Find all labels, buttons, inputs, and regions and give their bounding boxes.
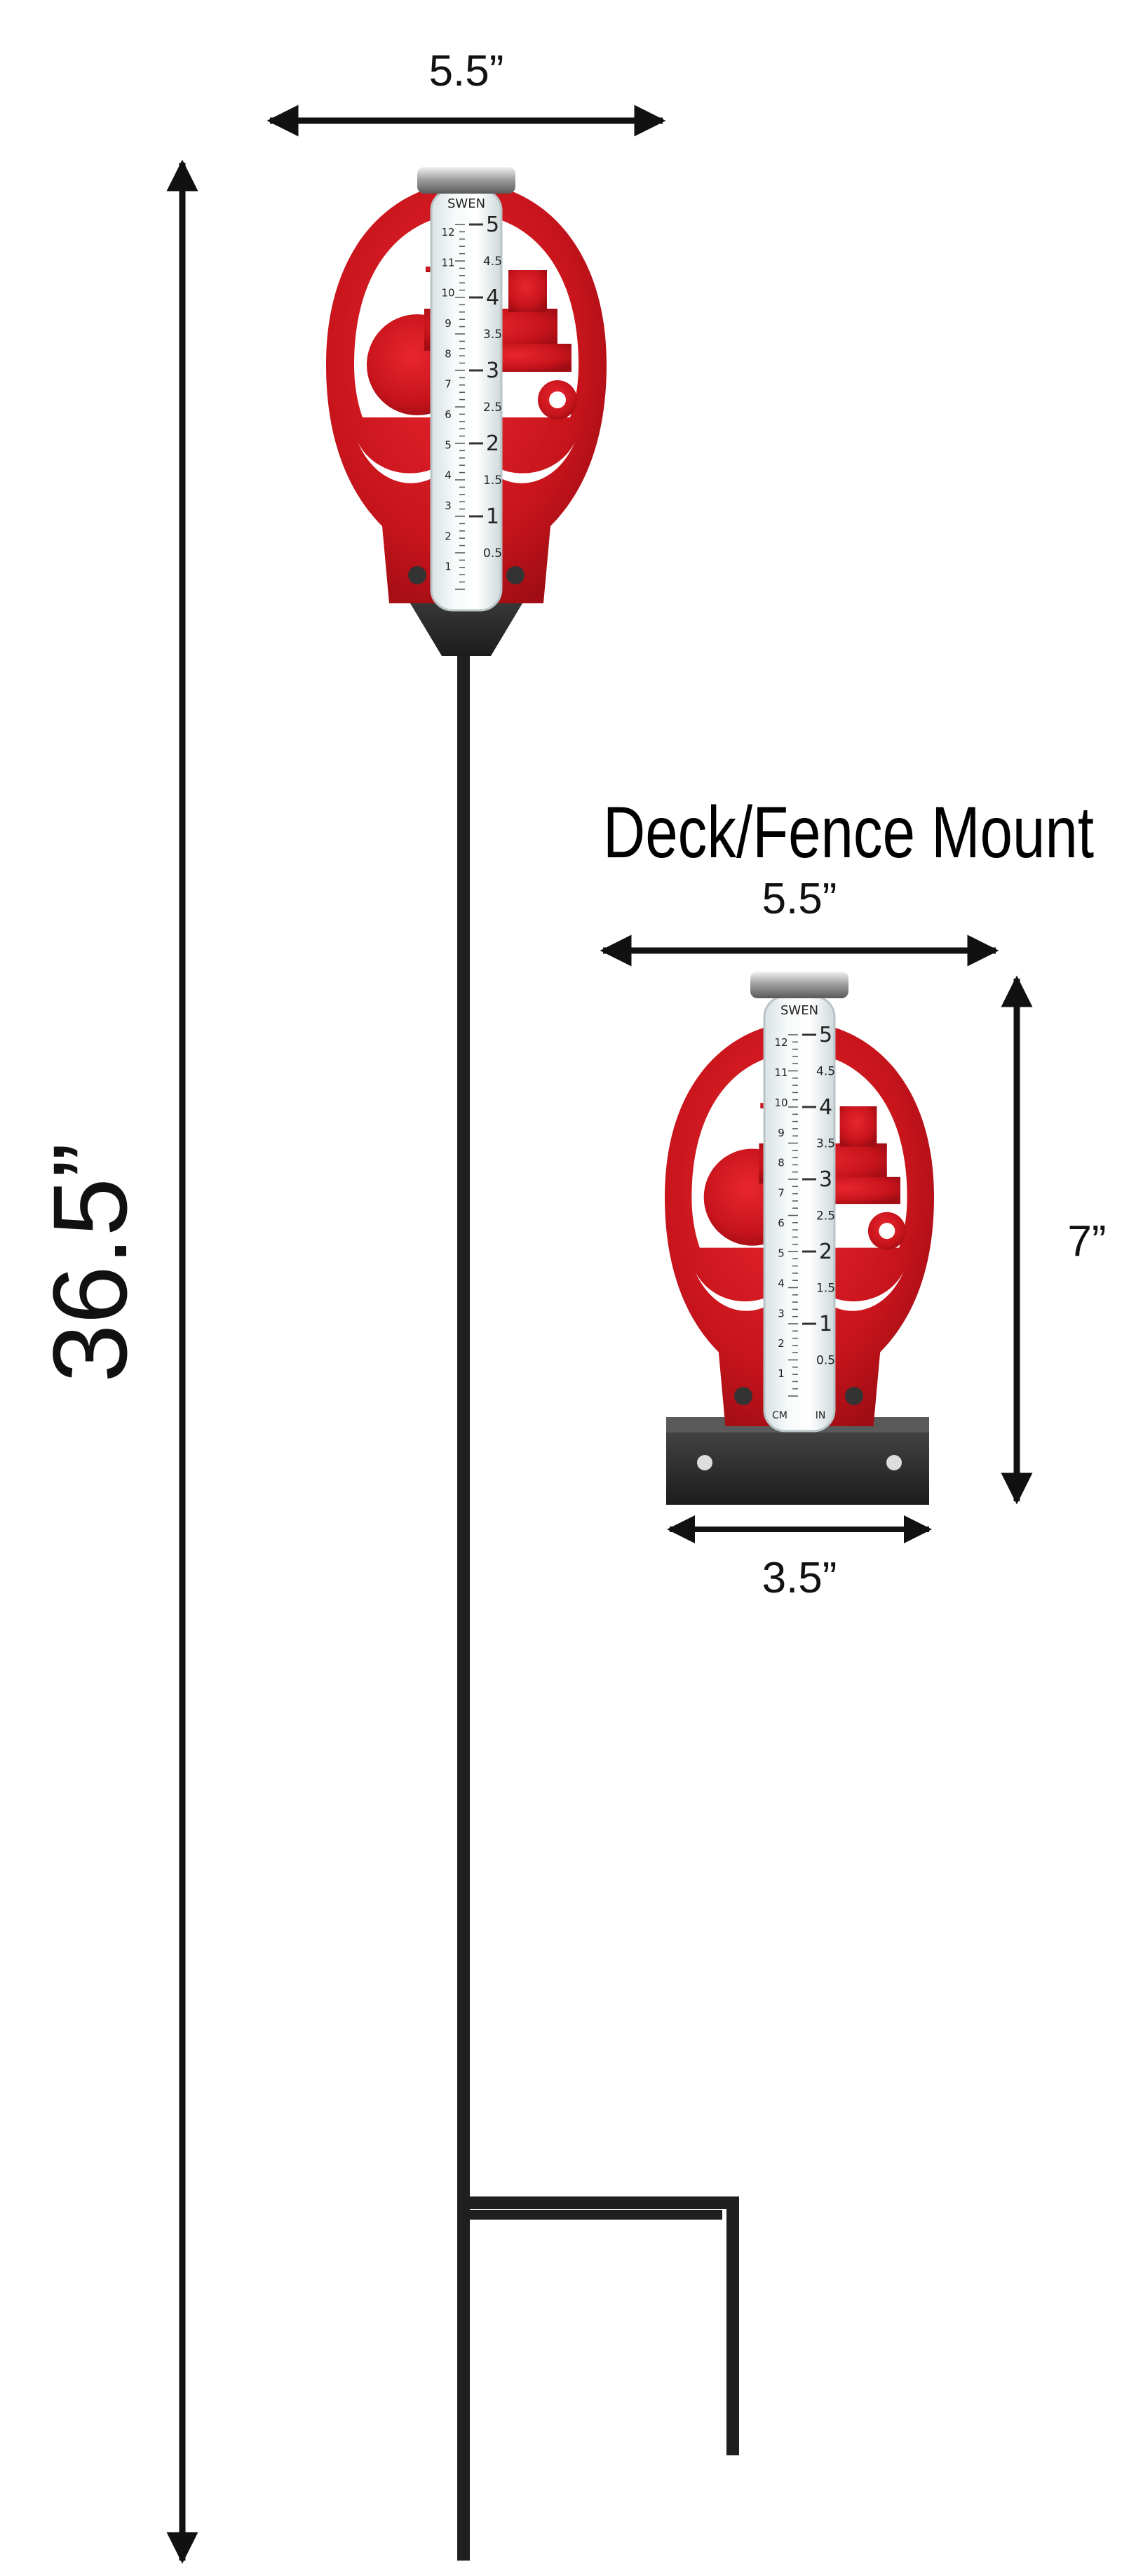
tube-inch-label: 5: [819, 1023, 832, 1047]
tube-cm-label: 10: [774, 1096, 787, 1109]
tube-half-inch-label: 3.5: [483, 328, 502, 342]
tube-inch-label: 5: [486, 213, 499, 237]
stake-logo-text: SWEN: [447, 196, 485, 211]
tube-cm-label: 8: [778, 1157, 785, 1169]
tube-cm-label: 11: [774, 1066, 787, 1079]
tube-cm-label: 11: [441, 256, 454, 269]
deck-width-label: 5.5”: [762, 875, 837, 923]
stake-pole: [457, 638, 470, 2561]
deck-tube-cap: [750, 972, 848, 998]
stake-product: 5.5” 36.5” SWEN 543214.53.52.51.50.51211…: [31, 47, 739, 2564]
screw-icon: [408, 566, 426, 584]
tube-cm-label: 5: [778, 1247, 785, 1259]
tube-inch-label: 3: [819, 1167, 832, 1192]
tube-half-inch-label: 2.5: [483, 401, 502, 415]
tube-cm-label: 10: [441, 287, 454, 300]
tube-cm-label: 9: [778, 1127, 785, 1139]
tube-cm-label: 9: [445, 317, 452, 330]
tube-half-inch-label: 1.5: [483, 474, 502, 488]
tube-half-inch-label: 0.5: [816, 1354, 835, 1368]
tube-cm-label: 7: [445, 378, 452, 391]
screw-hole-icon: [886, 1455, 902, 1470]
stake-tube-cap: [417, 167, 515, 194]
stake-height-label: 36.5”: [31, 1143, 149, 1383]
tube-half-inch-label: 3.5: [816, 1137, 835, 1151]
tube-cm-label: 7: [778, 1187, 785, 1200]
deck-tube-scale: 5 4 3 2 1 4.5 3.5 2.5 1.5 0.5 12 11 10 9 8 7 6 5 4 3 2 1: [774, 1023, 835, 1397]
tube-cm-label: 5: [445, 438, 452, 451]
deck-title: Deck/Fence Mount: [603, 792, 1094, 873]
tube-inch-label: 1: [819, 1312, 832, 1336]
screw-icon: [845, 1387, 863, 1405]
tube-cm-label: 2: [778, 1337, 785, 1350]
tube-half-inch-label: 0.5: [483, 546, 502, 561]
tube-cm-label: 2: [445, 530, 452, 542]
screw-hole-icon: [697, 1455, 712, 1470]
tube-half-inch-label: 1.5: [816, 1282, 835, 1296]
tube-half-inch-label: 4.5: [816, 1065, 835, 1079]
stake-tube-scale: 5 4 3 2 1 4.5 3.5 2.5 1.5 0.5 12 11 10 9 8 7 6 5 4 3 2 1: [441, 213, 502, 590]
deck-cm-label: CM: [772, 1410, 787, 1421]
stake-width-label: 5.5”: [429, 47, 504, 95]
tube-cm-label: 3: [445, 499, 452, 512]
tube-cm-label: 1: [778, 1367, 785, 1380]
deck-logo-text: SWEN: [780, 1003, 818, 1018]
tube-inch-label: 3: [486, 358, 499, 383]
deck-base-label: 3.5”: [762, 1554, 837, 1602]
tube-cm-label: 8: [445, 347, 452, 360]
tube-cm-label: 1: [445, 561, 452, 573]
tube-inch-label: 4: [819, 1095, 832, 1120]
tube-cm-label: 6: [778, 1217, 785, 1230]
deck-height-label: 7”: [1067, 1217, 1106, 1266]
tube-cm-label: 4: [778, 1277, 785, 1289]
tube-inch-label: 1: [486, 504, 499, 529]
screw-icon: [506, 566, 525, 584]
tube-inch-label: 2: [486, 431, 499, 456]
tube-cm-label: 12: [441, 226, 454, 239]
tube-half-inch-label: 4.5: [483, 255, 502, 269]
tube-cm-label: 4: [445, 469, 452, 482]
tube-cm-label: 3: [778, 1307, 785, 1320]
screw-icon: [734, 1387, 752, 1405]
stake-foot: [466, 2196, 739, 2455]
tube-inch-label: 4: [486, 286, 499, 310]
deck-in-label: IN: [816, 1410, 826, 1421]
deck-product: Deck/Fence Mount 5.5” 7” 3.5” SWEN 5 4 3 2 1…: [600, 792, 1107, 1602]
tube-half-inch-label: 2.5: [816, 1209, 835, 1223]
tube-cm-label: 12: [774, 1036, 787, 1049]
tube-cm-label: 6: [445, 408, 452, 421]
tube-inch-label: 2: [819, 1240, 832, 1264]
